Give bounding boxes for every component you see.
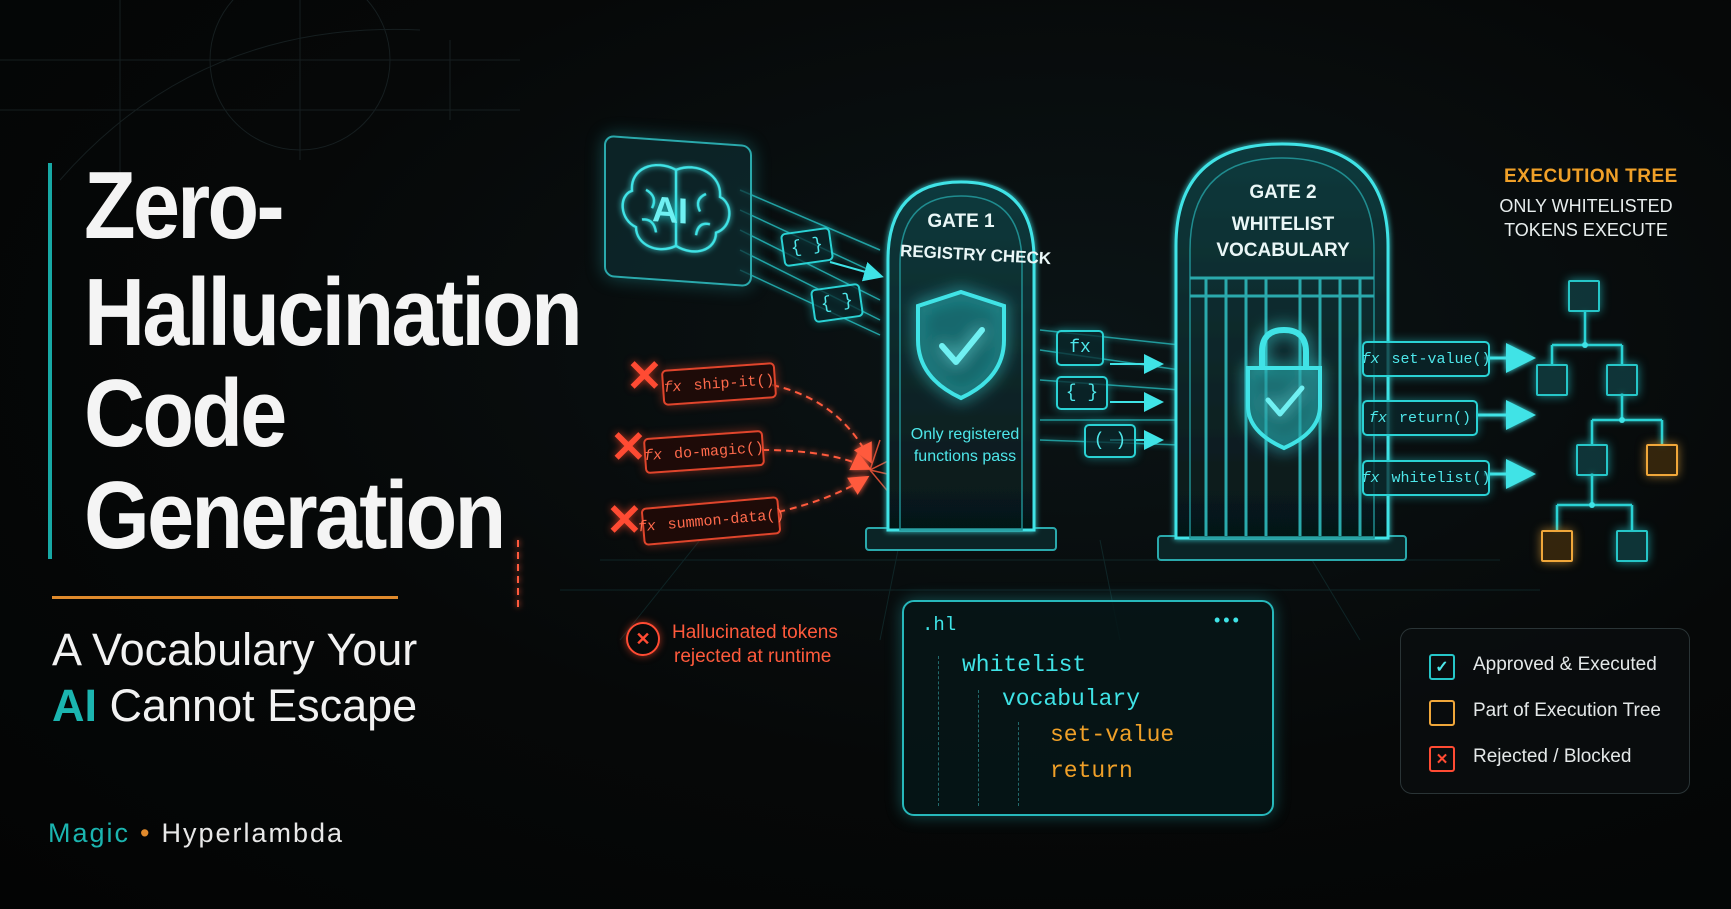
x-icon: ✕: [1429, 746, 1455, 772]
tree-node: [1536, 364, 1568, 396]
gate-2-subtitle-line-2: VOCABULARY: [1216, 240, 1350, 261]
gate-2: [1157, 142, 1407, 561]
token-chip: { }: [779, 226, 835, 268]
token-chip: ( ): [1084, 424, 1136, 458]
tree-node-execution: [1646, 444, 1678, 476]
subtitle-line-1: A Vocabulary Your: [52, 624, 418, 675]
brand-hyperlambda: Hyperlambda: [161, 818, 345, 848]
gate-1-title: GATE 1: [927, 211, 995, 232]
execution-tree-title: EXECUTION TREE: [1504, 166, 1678, 187]
tree-node: [1606, 364, 1638, 396]
x-circle-icon: ✕: [626, 622, 660, 656]
tree-square-icon: [1429, 700, 1455, 726]
code-panel: .hl ••• whitelist vocabulary set-value r…: [902, 600, 1274, 816]
legend-label-rejected: Rejected / Blocked: [1473, 746, 1632, 767]
title-accent-bar: [48, 163, 52, 559]
title-line-2: Hallucination: [84, 259, 583, 366]
execution-tree-sub-line-1: ONLY WHITELISTED: [1499, 196, 1673, 216]
gate-1: [865, 180, 1057, 551]
tree-node: [1616, 530, 1648, 562]
title-line-1: Zero-: [84, 152, 285, 259]
code-line: vocabulary: [1002, 686, 1141, 712]
tree-node: [1568, 280, 1600, 312]
indent-guide: [1018, 722, 1019, 806]
gate-2-title: GATE 2: [1249, 182, 1317, 203]
window-dots-icon: •••: [1214, 610, 1242, 630]
code-line: whitelist: [962, 652, 1087, 678]
title-line-3: Code: [84, 360, 287, 467]
legend-label-approved: Approved & Executed: [1473, 654, 1657, 675]
tree-node-execution: [1541, 530, 1573, 562]
subtitle-line-2: AI Cannot Escape: [52, 678, 417, 734]
brain-icon: [621, 163, 731, 253]
brand-footer: Magic • Hyperlambda: [48, 818, 344, 849]
subtitle-rest: Cannot Escape: [97, 680, 418, 731]
rejected-x-icon: ✕: [610, 423, 647, 472]
ai-label: AI: [652, 188, 688, 232]
title-line-4: Generation: [84, 462, 506, 569]
legend: ✓ Approved & Executed Part of Execution …: [1400, 628, 1690, 794]
rejected-x-icon: ✕: [626, 352, 663, 401]
code-filename: .hl: [922, 614, 957, 636]
gate-1-note-line-1: Only registered: [910, 426, 1020, 443]
execution-tree-sub-line-2: TOKENS EXECUTE: [1504, 220, 1668, 240]
gate-1-note-line-2: functions pass: [913, 448, 1017, 465]
rejected-note-line-1: Hallucinated tokens: [672, 622, 838, 643]
gate-2-subtitle-line-1: WHITELIST: [1231, 214, 1335, 235]
token-chip: { }: [1056, 376, 1108, 410]
divider-rule: [52, 596, 398, 599]
tree-node: [1576, 444, 1608, 476]
subtitle-ai-highlight: AI: [52, 680, 97, 731]
code-line: return: [1050, 758, 1133, 784]
brand-separator: •: [140, 818, 152, 848]
indent-guide: [938, 656, 939, 806]
rejected-x-icon: ✕: [606, 496, 643, 545]
ai-box: AI: [604, 134, 752, 288]
brand-magic: Magic: [48, 818, 131, 848]
check-icon: ✓: [1429, 654, 1455, 680]
token-chip: fx: [1056, 330, 1104, 366]
rejected-note-line-2: rejected at runtime: [674, 646, 832, 667]
indent-guide: [978, 690, 979, 806]
code-line: set-value: [1050, 722, 1175, 748]
legend-label-tree: Part of Execution Tree: [1473, 700, 1661, 721]
